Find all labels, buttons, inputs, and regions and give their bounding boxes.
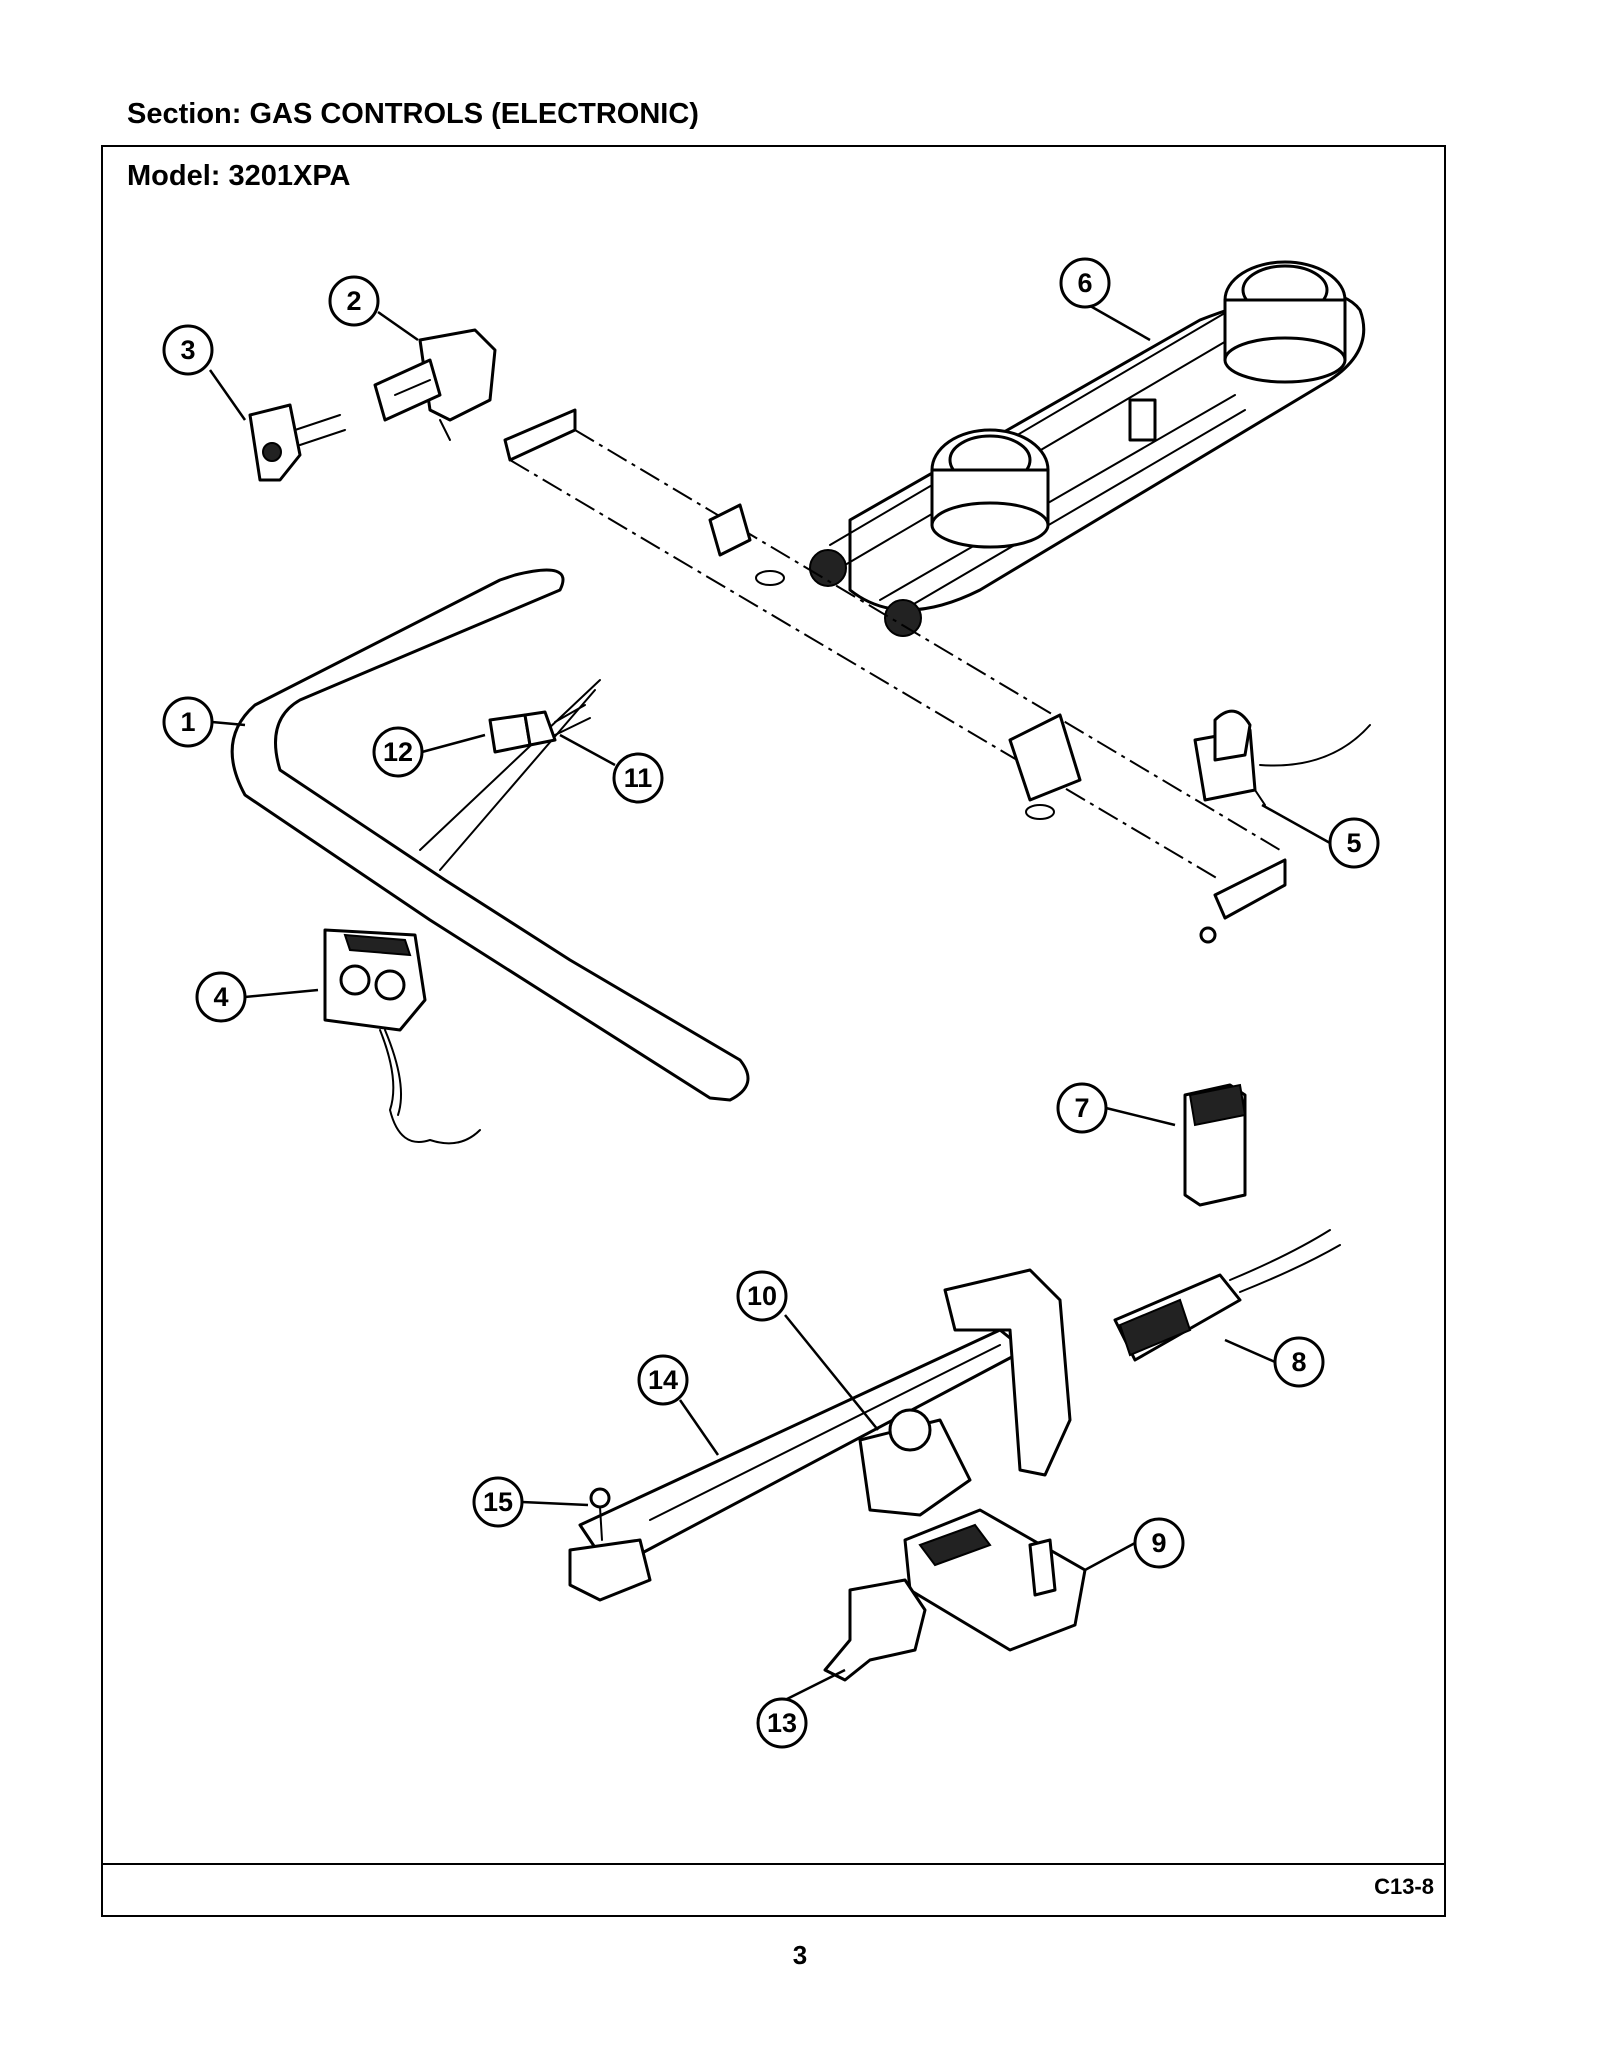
callout-3-label: 3 <box>180 335 195 365</box>
part-6-burner-assembly <box>809 260 1366 637</box>
callout-10: 10 <box>736 1270 788 1322</box>
manifold-bracket <box>503 408 1287 944</box>
model-title: Model: 3201XPA <box>127 160 351 192</box>
callout-13: 13 <box>756 1697 808 1749</box>
part-5-igniter-bracket <box>1193 709 1371 806</box>
callout-14-label: 14 <box>648 1365 678 1395</box>
figure-code: C13-8 <box>1374 1874 1434 1899</box>
part-14-manifold-pipe <box>568 1268 1072 1602</box>
callout-11-label: 11 <box>624 763 653 793</box>
callout-leaders <box>208 301 1331 1702</box>
part-4-ignition-switch <box>323 928 481 1145</box>
part-9-valve-body <box>903 1508 1087 1652</box>
callout-1: 1 <box>162 696 214 748</box>
callout-1-label: 1 <box>180 707 195 737</box>
callout-3: 3 <box>162 324 214 376</box>
page-number: 3 <box>792 1940 808 1970</box>
callout-6-label: 6 <box>1077 268 1092 298</box>
callout-12: 12 <box>372 726 424 778</box>
callout-4: 4 <box>195 971 247 1023</box>
callout-10-label: 10 <box>747 1281 777 1311</box>
part-7-spark-module <box>1183 1083 1247 1207</box>
callout-6: 6 <box>1059 257 1111 309</box>
callout-15-label: 15 <box>483 1487 513 1517</box>
callout-13-label: 13 <box>767 1708 797 1738</box>
callout-2: 2 <box>328 275 380 327</box>
part-1-tube <box>230 568 750 1102</box>
callout-7: 7 <box>1056 1082 1108 1134</box>
part-15-screw <box>589 1487 611 1541</box>
callout-4-label: 4 <box>213 982 228 1012</box>
callout-12-label: 12 <box>383 737 413 767</box>
callout-8-label: 8 <box>1291 1347 1306 1377</box>
part-2-switch <box>373 328 497 441</box>
part-8-terminal-block <box>1113 1229 1341 1362</box>
diagram-frame <box>101 145 1446 1917</box>
part-13-bracket <box>823 1578 927 1682</box>
section-title: Section: GAS CONTROLS (ELECTRONIC) <box>127 98 699 130</box>
callout-9-label: 9 <box>1151 1528 1166 1558</box>
part-3-clip <box>248 403 346 482</box>
callout-5: 5 <box>1328 817 1380 869</box>
footer-divider <box>101 1863 1446 1865</box>
callout-8: 8 <box>1273 1336 1325 1388</box>
callout-5-label: 5 <box>1346 828 1361 858</box>
part-10-valve <box>858 1408 972 1517</box>
callout-2-label: 2 <box>346 286 361 316</box>
callout-14: 14 <box>637 1354 689 1406</box>
part-12-orifice-fitting <box>488 704 591 754</box>
callout-15: 15 <box>472 1476 524 1528</box>
callout-9: 9 <box>1133 1517 1185 1569</box>
callout-7-label: 7 <box>1074 1093 1089 1123</box>
callout-11: 11 <box>612 752 664 804</box>
